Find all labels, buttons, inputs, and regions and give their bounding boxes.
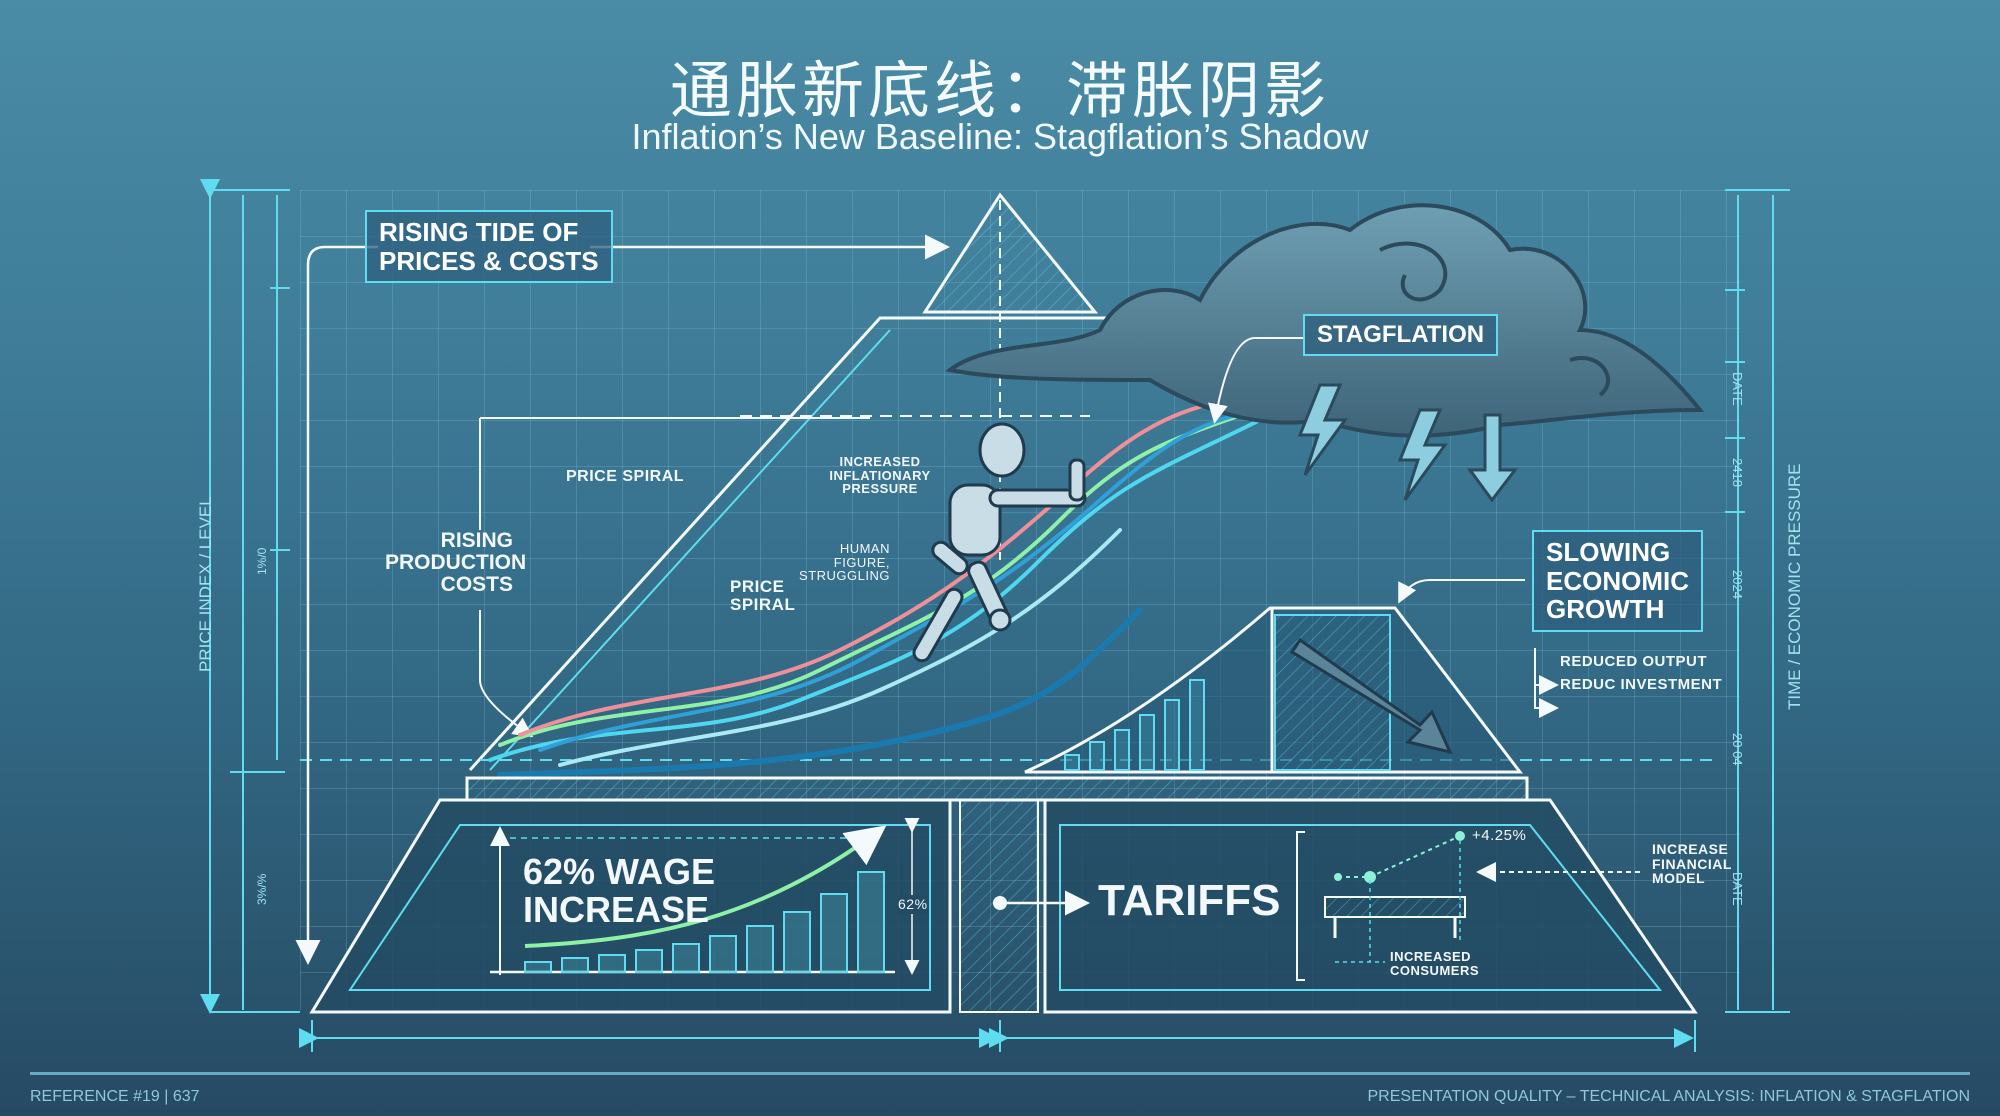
page-title-english: Inflation’s New Baseline: Stagflation’s … xyxy=(631,116,1369,157)
rising-tide-line-2: PRICES & COSTS xyxy=(379,245,599,276)
wage-line-1: 62% WAGE xyxy=(523,851,716,892)
price-spiral-line-1: PRICE xyxy=(730,577,785,596)
right-axis-tick-5: DATE xyxy=(1730,872,1745,906)
right-hill xyxy=(1024,606,1524,774)
tariffs-label: TARIFFS xyxy=(1098,876,1281,925)
increased-consumers-label: INCREASED CONSUMERS xyxy=(1390,950,1479,977)
down-arrow xyxy=(1467,413,1519,503)
left-axis-tick-1: 1%/0 xyxy=(255,547,269,575)
stagflation-label: STAGFLATION xyxy=(1303,314,1499,357)
human-figure-line-2: STRUGGLING xyxy=(799,568,890,584)
wage-dimension-label: 62% xyxy=(898,895,928,914)
tariff-percent-label: +4.25% xyxy=(1472,827,1527,844)
rising-tide-line-1: RISING TIDE OF xyxy=(379,217,579,247)
lightning-bolts xyxy=(1297,383,1448,501)
page-title-chinese: 通胀新底线：滞胀阴影 xyxy=(669,54,1330,127)
reduced-output-label: REDUCED OUTPUT xyxy=(1560,653,1708,670)
consumers-line-1: INCREASED xyxy=(1390,949,1472,964)
footer-reference: REFERENCE #19 | 637 xyxy=(30,1088,200,1105)
human-figure-line-1: HUMAN FIGURE, xyxy=(833,541,890,570)
rising-waves xyxy=(488,378,1322,778)
slowing-growth-label: SLOWING ECONOMIC GROWTH xyxy=(1532,530,1703,632)
rising-production-costs-label: RISING PRODUCTION COSTS xyxy=(385,529,527,597)
base-platform xyxy=(309,776,1698,1014)
slowing-line-1: SLOWING xyxy=(1546,537,1671,567)
tariff-chart xyxy=(1296,831,1640,981)
right-axis-tick-1: DATE xyxy=(1730,372,1745,406)
pressure-line-1: INCREASED xyxy=(839,454,921,469)
slowing-line-2: ECONOMIC xyxy=(1546,565,1689,596)
left-axis-title: PRICE INDEX / LEVEL xyxy=(196,496,215,672)
price-spiral-bottom-label: PRICE SPIRAL xyxy=(730,578,795,614)
financial-line-1: INCREASE xyxy=(1652,841,1729,857)
pressure-line-3: PRESSURE xyxy=(842,481,918,497)
mountain-outline xyxy=(468,316,1120,772)
human-figure-label: HUMAN FIGURE, STRUGGLING xyxy=(795,542,890,583)
right-axis-tick-2: 2418 xyxy=(1730,458,1745,487)
production-line-3: COSTS xyxy=(440,573,513,597)
left-axis-tick-2: 3%/% xyxy=(255,873,269,905)
inflationary-pressure-label: INCREASED INFLATIONARY PRESSURE xyxy=(820,455,940,496)
right-axis-dimensions xyxy=(1725,189,1790,1013)
reduced-investment-label: REDUC INVESTMENT xyxy=(1560,676,1723,693)
summit-triangle xyxy=(922,192,1099,560)
rising-tide-label: RISING TIDE OF PRICES & COSTS xyxy=(365,210,613,284)
price-spiral-top-label: PRICE SPIRAL xyxy=(566,468,685,485)
right-axis-title: TIME / ECONOMIC PRESSURE xyxy=(1785,463,1804,710)
wage-increase-label: 62% WAGE INCREASE xyxy=(523,853,715,929)
right-axis-tick-4: 20 04 xyxy=(1730,733,1745,766)
left-axis-dimensions xyxy=(200,179,300,1014)
financial-model-label: INCREASE FINANCIAL MODEL xyxy=(1652,842,1732,886)
production-line-2: PRODUCTION xyxy=(385,551,527,575)
footer-divider xyxy=(30,1072,1970,1075)
right-axis-tick-3: 2024 xyxy=(1730,570,1745,599)
pressure-line-2: INFLATIONARY xyxy=(829,467,931,483)
slowing-line-3: GROWTH xyxy=(1546,594,1665,625)
financial-line-2: FINANCIAL xyxy=(1652,855,1732,872)
footer-caption: PRESENTATION QUALITY – TECHNICAL ANALYSI… xyxy=(1367,1088,1971,1105)
consumers-line-2: CONSUMERS xyxy=(1390,962,1480,978)
robot-figure xyxy=(912,422,1087,663)
wage-line-2: INCREASE xyxy=(523,888,710,930)
wage-chart xyxy=(490,818,920,975)
financial-line-3: MODEL xyxy=(1652,870,1706,887)
growth-bars xyxy=(1064,679,1205,771)
price-spiral-line-2: SPIRAL xyxy=(730,594,796,614)
production-line-1: RISING xyxy=(440,529,513,552)
